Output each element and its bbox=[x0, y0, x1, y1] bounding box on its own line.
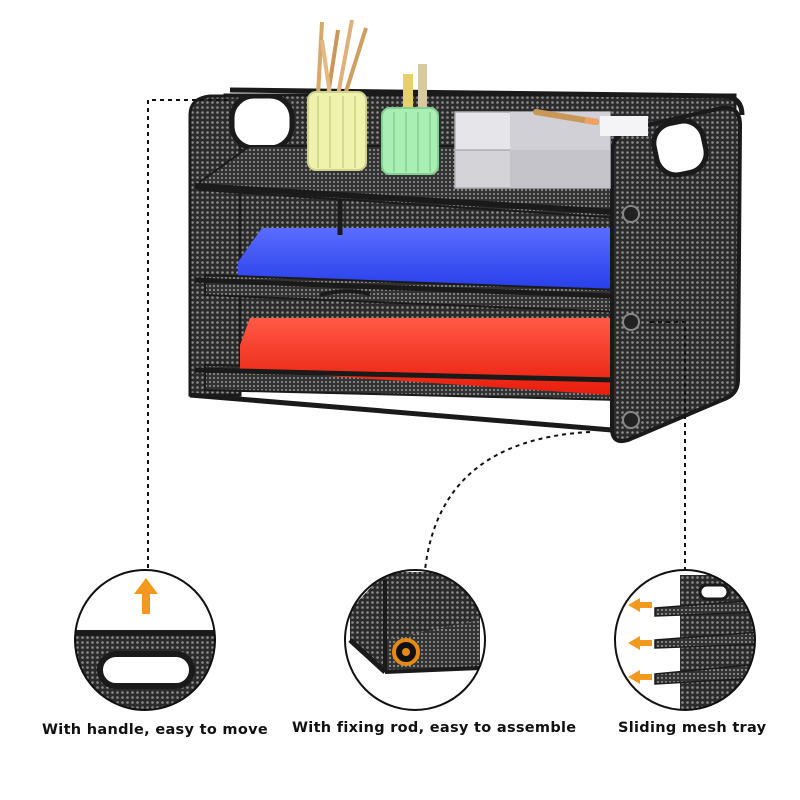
right-handle-cutout bbox=[651, 118, 709, 178]
callout-lines bbox=[147, 99, 686, 571]
up-arrow-icon bbox=[134, 578, 158, 614]
pencil-cup-yellow bbox=[307, 19, 368, 171]
fixing-rod-cap-top bbox=[622, 205, 640, 223]
paper-stack bbox=[454, 109, 648, 189]
fixing-rod-feature-caption: With fixing rod, easy to assemble bbox=[292, 720, 577, 736]
sliding-tray-detail-icon bbox=[614, 569, 756, 711]
desk-organizer bbox=[188, 19, 745, 444]
pencil-cup-green bbox=[381, 64, 439, 175]
fixing-rod-detail-icon bbox=[344, 569, 486, 711]
handle-detail-icon bbox=[74, 569, 216, 711]
left-arrow-icon bbox=[628, 598, 652, 684]
handle-feature-caption: With handle, easy to move bbox=[42, 722, 268, 738]
fixing-rod-cap-bottom bbox=[622, 411, 640, 429]
sliding-tray-feature-caption: Sliding mesh tray bbox=[618, 720, 767, 736]
left-handle-cutout bbox=[229, 93, 295, 151]
fixing-rod-cap-mid bbox=[622, 313, 640, 331]
